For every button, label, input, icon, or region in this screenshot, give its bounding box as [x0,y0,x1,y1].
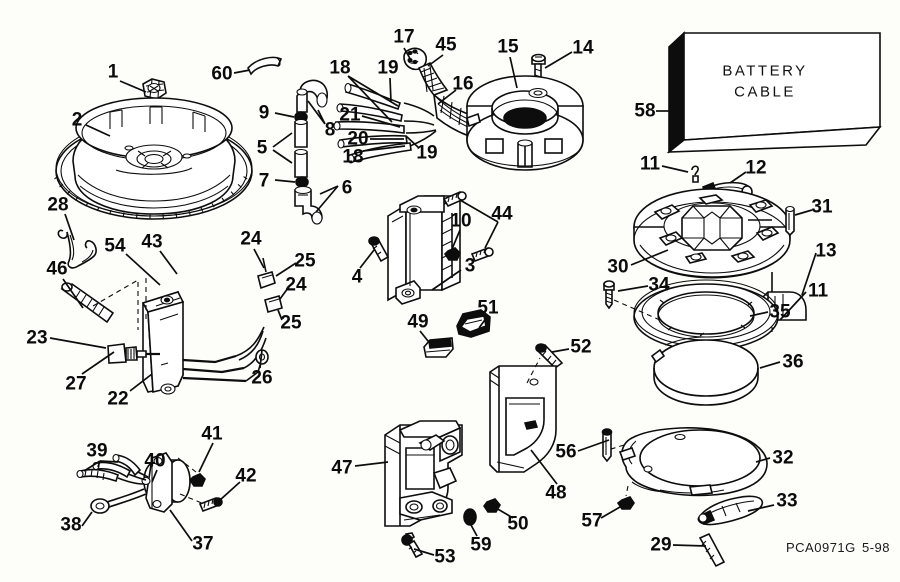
callout-terminal: 27 [65,373,87,395]
callout-mounting-bracket: 47 [331,457,353,479]
revision-date: 5-98 [862,540,891,555]
callout-screw-42: 42 [235,465,257,487]
power-pack-art [107,257,283,395]
callout-boot-upper: 25 [294,250,316,272]
battery-cable-line1: BATTERY [722,62,808,80]
screw-group-44-art [442,190,494,263]
callout-screw-4: 4 [351,266,363,288]
retainer-clip-art [57,229,97,269]
callout-washer-59: 59 [470,534,492,556]
clip-49-art [423,337,454,358]
callout-shield: 48 [545,482,567,504]
armature-plate-art [618,427,768,497]
callout-link-arm: 33 [776,490,798,512]
callout-lead-group-upper: 18 [329,57,351,79]
starter-solenoid-art [76,452,223,514]
nut-50-art [483,498,501,513]
callout-nut-57: 57 [581,510,603,532]
callout-timer-base: 30 [607,256,629,278]
callout-nut-41: 41 [201,423,223,445]
callout-grommet: 43 [141,231,163,253]
callout-pin-56: 56 [555,441,577,463]
callout-elbow-lower: 6 [341,177,353,199]
ignition-coil-art [387,194,461,305]
pin-art [785,205,795,237]
callout-clamp-lower: 7 [258,170,270,192]
callout-connector-cap: 45 [435,34,457,56]
nut-57-art [616,496,635,510]
callout-stator-ring: 15 [497,36,519,58]
hose-straight-art [247,56,283,76]
battery-cable-box-art [666,31,882,154]
battery-cable-line2: CABLE [734,83,796,101]
callout-hose-straight: 60 [211,63,233,85]
callout-flywheel: 2 [71,109,83,131]
callout-screw-11-lower: 11 [807,280,829,302]
callout-ground-lead-eyelet: 26 [251,367,273,389]
callout-lead-group-lower: 18 [342,146,364,168]
timer-base-art [633,188,791,279]
callout-retainer-strap: 12 [745,157,767,179]
callout-elbow-upper: 8 [324,119,336,141]
callout-connector-plug: 17 [393,26,415,48]
shield-art [489,365,557,473]
callout-washer: 54 [104,235,126,257]
screw-34-art [603,280,615,310]
callout-lead-20: 20 [347,128,369,150]
callout-connector-upper: 24 [240,228,262,250]
drawing-number: PCA0971G [786,540,856,555]
callout-screw-group-44: 44 [491,203,513,225]
callout-flywheel-nut: 1 [107,61,119,83]
split-ring-art [650,336,759,406]
callout-lead-group-39: 39 [86,440,108,462]
callout-pin: 31 [811,196,833,218]
callout-lead-21: 21 [339,104,361,126]
callout-screw-34: 34 [648,274,670,296]
flywheel-nut-art [142,78,167,100]
callout-ground-eyelet: 38 [60,514,82,536]
callout-power-pack: 22 [107,388,129,410]
construction-lines [92,278,773,505]
callout-connector-lower: 24 [285,274,307,296]
callout-screw-52: 52 [570,336,592,358]
callout-cover-block: 13 [815,240,837,262]
screw-53-art [401,532,424,559]
callout-clip-51: 51 [477,297,499,319]
callout-screw-stator: 14 [572,37,594,59]
flywheel-art [54,97,253,220]
callout-split-ring: 36 [782,351,804,373]
mounting-bracket-art [384,420,463,527]
callout-retainer-clip: 28 [47,194,69,216]
callout-stud: 46 [46,258,68,280]
callout-retainer-ring-upper: 35 [769,301,791,323]
callout-starter-solenoid: 37 [192,533,214,555]
callout-battery-cable: 58 [634,100,656,122]
hose-elbow-assembly-art [294,79,329,225]
callout-screw-53: 53 [434,546,456,568]
callout-wiring-harness: 16 [452,73,474,95]
callout-connector-boot: 23 [26,327,48,349]
callout-screw-10: 10 [450,210,472,232]
stator-ring-art [466,53,584,171]
leader-lines [49,47,817,556]
retainer-ring-upper-art [633,279,779,351]
screw-4-art [368,236,390,263]
callout-lead-19-upper: 19 [377,57,399,79]
callout-screw-29: 29 [650,534,672,556]
callout-armature-plate: 32 [772,447,794,469]
callout-lead-19-lower: 19 [416,142,438,164]
callout-hose-section: 5 [256,137,268,159]
callout-boot-lower: 25 [280,312,302,334]
washer-59-art [463,508,477,526]
callout-lead-40: 40 [144,450,166,472]
callout-ignition-coil: 3 [464,255,476,277]
callout-clip-49: 49 [407,311,429,333]
pin-56-art [601,428,613,463]
callout-clamp-upper: 9 [258,102,270,124]
callout-screw-11-upper: 11 [639,153,661,175]
callout-nut-50: 50 [507,513,529,535]
screw-52-art [535,343,564,370]
screw-29-art [698,532,726,568]
